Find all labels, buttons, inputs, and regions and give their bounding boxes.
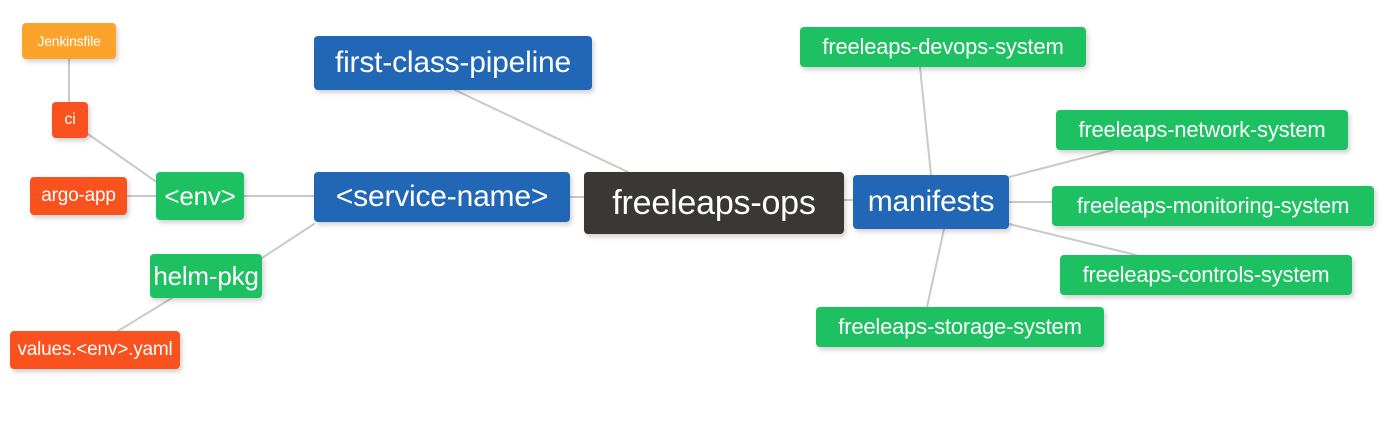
node-controls[interactable]: freeleaps-controls-system bbox=[1060, 255, 1352, 295]
node-network[interactable]: freeleaps-network-system bbox=[1056, 110, 1348, 150]
edge-manifests-to-storage bbox=[926, 228, 945, 308]
edge-ci-to-env bbox=[87, 133, 159, 184]
node-label: first-class-pipeline bbox=[334, 46, 572, 79]
node-label: Jenkinsfile bbox=[37, 33, 101, 49]
node-manifests[interactable]: manifests bbox=[853, 175, 1009, 229]
edge-pipeline-to-root bbox=[454, 89, 629, 173]
node-pipeline[interactable]: first-class-pipeline bbox=[314, 36, 592, 90]
edge-manifests-to-network bbox=[1008, 149, 1114, 178]
node-label: argo-app bbox=[41, 185, 116, 206]
node-jenkinsfile[interactable]: Jenkinsfile bbox=[22, 23, 116, 59]
node-label: helm-pkg bbox=[153, 260, 259, 291]
edge-manifests-to-devops bbox=[919, 66, 932, 176]
node-label: <env> bbox=[164, 180, 236, 211]
node-monitoring[interactable]: freeleaps-monitoring-system bbox=[1052, 186, 1374, 226]
node-root[interactable]: freeleaps-ops bbox=[584, 172, 844, 234]
node-label: freeleaps-ops bbox=[612, 183, 816, 222]
node-label: ci bbox=[64, 111, 76, 128]
node-label: freeleaps-devops-system bbox=[822, 34, 1064, 59]
node-env[interactable]: <env> bbox=[156, 172, 244, 220]
node-label: freeleaps-monitoring-system bbox=[1076, 193, 1350, 218]
node-service-name[interactable]: <service-name> bbox=[314, 172, 570, 222]
edge-service-name-to-helm-pkg bbox=[261, 223, 315, 259]
node-values-yaml[interactable]: values.<env>.yaml bbox=[10, 331, 180, 369]
node-helm-pkg[interactable]: helm-pkg bbox=[150, 254, 262, 298]
edge-manifests-to-controls bbox=[1008, 223, 1137, 256]
node-label: <service-name> bbox=[335, 180, 549, 213]
node-argo-app[interactable]: argo-app bbox=[30, 177, 127, 215]
node-label: freeleaps-network-system bbox=[1078, 117, 1326, 142]
edge-helm-pkg-to-values-yaml bbox=[117, 297, 173, 332]
node-ci[interactable]: ci bbox=[52, 102, 88, 138]
node-label: freeleaps-controls-system bbox=[1082, 262, 1330, 287]
node-label: values.<env>.yaml bbox=[17, 339, 173, 360]
node-label: freeleaps-storage-system bbox=[838, 314, 1082, 339]
node-storage[interactable]: freeleaps-storage-system bbox=[816, 307, 1104, 347]
node-label: manifests bbox=[867, 185, 995, 218]
node-devops[interactable]: freeleaps-devops-system bbox=[800, 27, 1086, 67]
